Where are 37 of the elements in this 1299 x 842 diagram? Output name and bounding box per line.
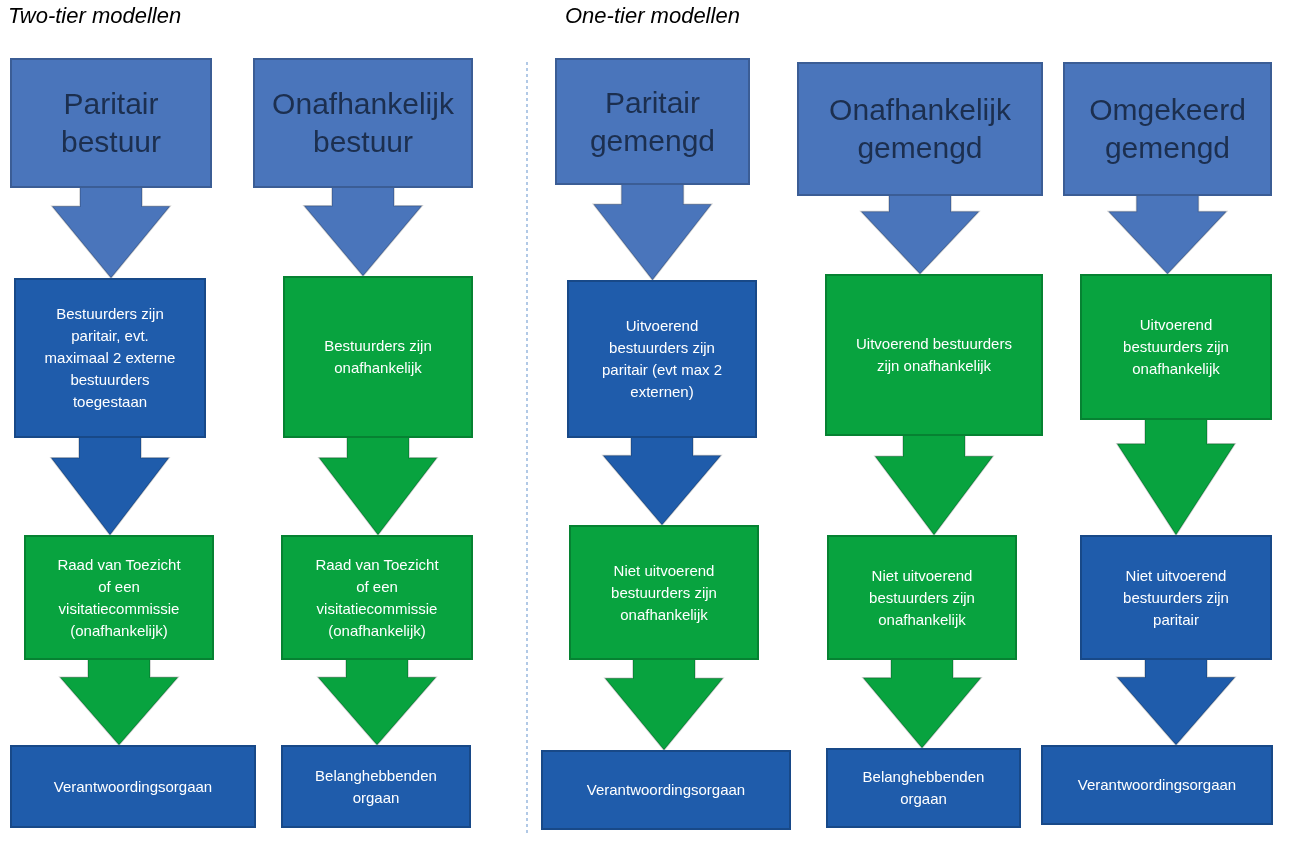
process-box: Uitvoerend bestuurders zijn onafhankelijk (1080, 274, 1272, 420)
block-arrow (873, 433, 995, 537)
block-arrow (302, 185, 424, 278)
block-arrow (50, 185, 172, 280)
block-arrow (591, 182, 714, 282)
process-box: Bestuurders zijn paritair, evt. maximaal 2 externe bestuurders toegestaan (14, 278, 206, 438)
process-box: Belanghebbenden orgaan (826, 748, 1021, 828)
block-arrow (1106, 193, 1229, 276)
process-box: Bestuurders zijn onafhankelijk (283, 276, 473, 438)
process-box: Verantwoordingsorgaan (10, 745, 256, 828)
process-box: Uitvoerend bestuurders zijn onafhankelijk (825, 274, 1043, 436)
title-box: Onafhankelijk bestuur (253, 58, 473, 188)
title-box: Paritair gemengd (555, 58, 750, 185)
block-arrow (603, 657, 725, 752)
section-heading: One-tier modellen (565, 2, 740, 30)
title-box: Omgekeerd gemengd (1063, 62, 1272, 196)
block-arrow (861, 657, 983, 750)
process-box: Belanghebbenden orgaan (281, 745, 471, 828)
process-box: Raad van Toezicht of een visitatiecommissie (onafhankelijk) (24, 535, 214, 660)
block-arrow (317, 435, 439, 537)
process-box: Raad van Toezicht of een visitatiecommissie (onafhankelijk) (281, 535, 473, 660)
process-box: Niet uitvoerend bestuurders zijn onafhankelijk (569, 525, 759, 660)
section-heading: Two-tier modellen (8, 2, 182, 30)
title-box: Onafhankelijk gemengd (797, 62, 1043, 196)
process-box: Verantwoordingsorgaan (1041, 745, 1273, 825)
process-box: Uitvoerend bestuurders zijn paritair (evt max 2 externen) (567, 280, 757, 438)
block-arrow (601, 435, 723, 527)
block-arrow (1115, 417, 1237, 537)
process-box: Verantwoordingsorgaan (541, 750, 791, 830)
process-box: Niet uitvoerend bestuurders zijn onafhankelijk (827, 535, 1017, 660)
block-arrow (58, 657, 180, 747)
block-arrow (859, 193, 981, 276)
block-arrow (1115, 657, 1237, 747)
title-box: Paritair bestuur (10, 58, 212, 188)
block-arrow (316, 657, 438, 747)
process-box: Niet uitvoerend bestuurders zijn paritair (1080, 535, 1272, 660)
block-arrow (49, 435, 171, 537)
